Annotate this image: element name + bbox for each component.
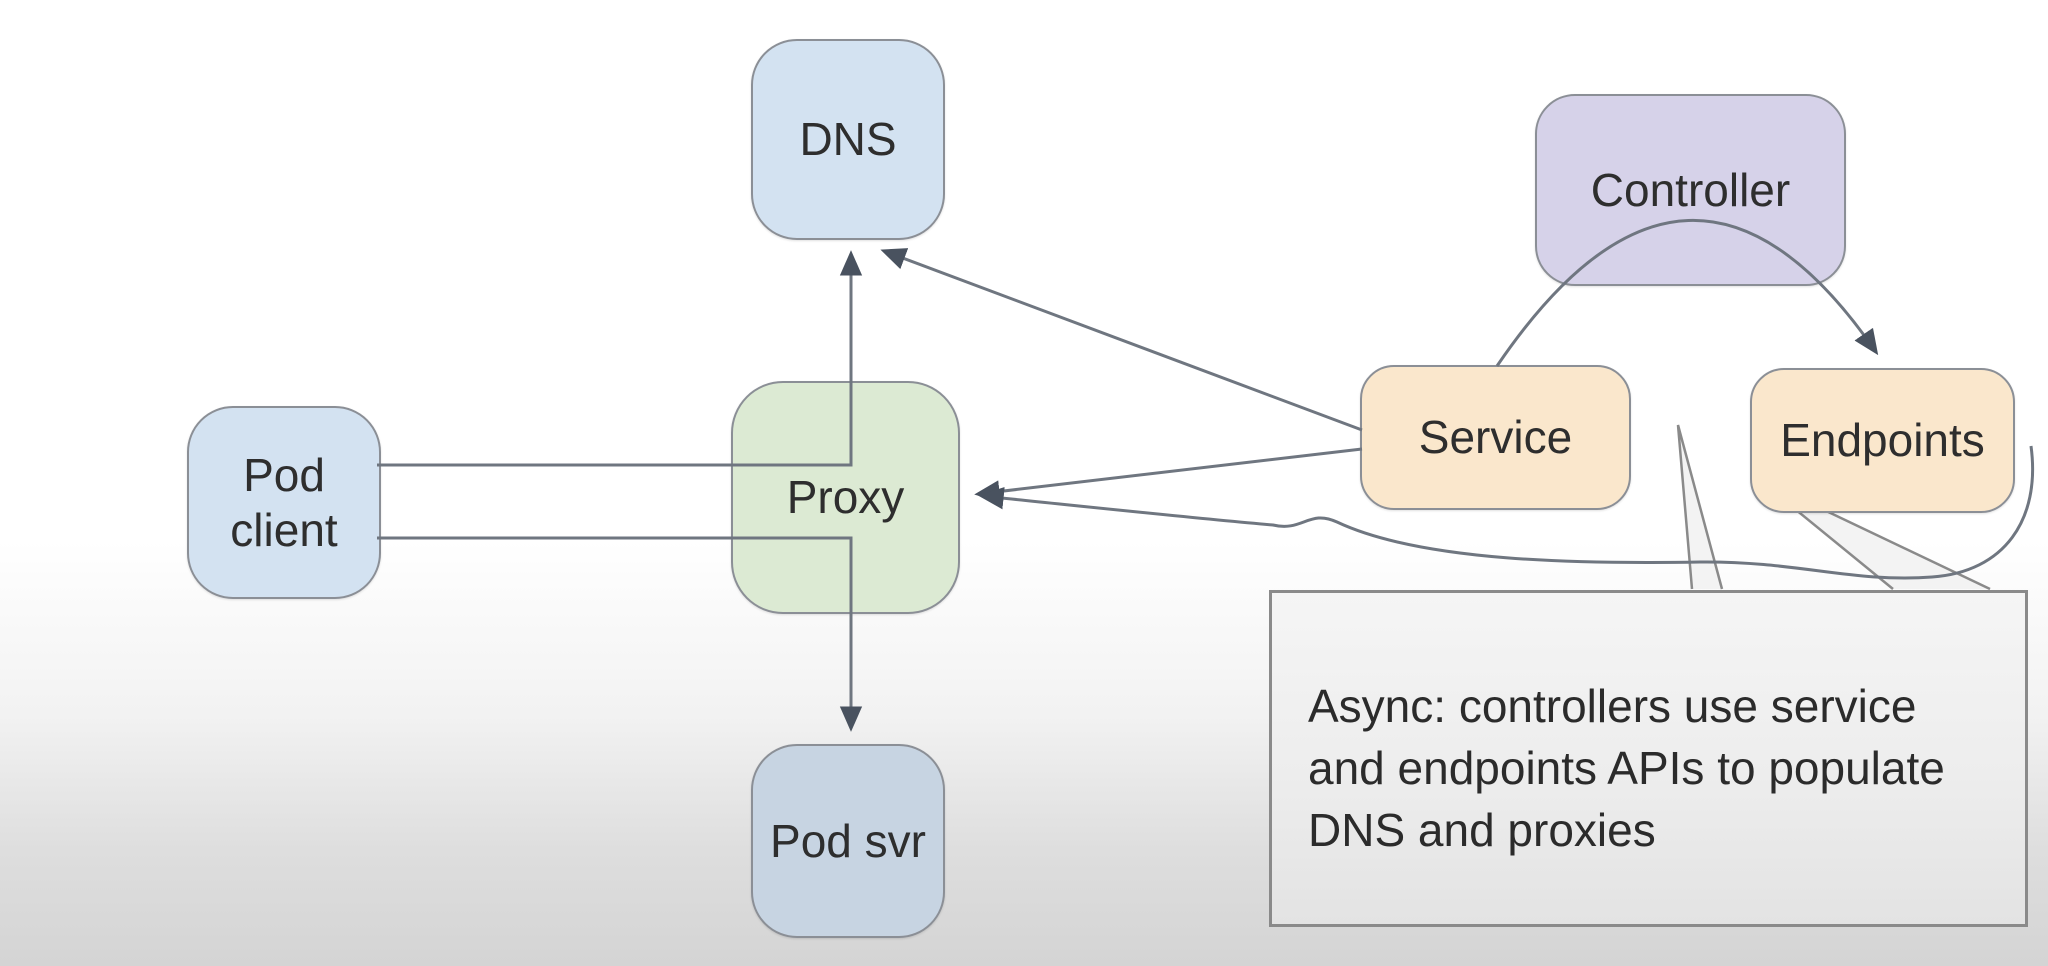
callout-thin-tail <box>1678 425 1722 589</box>
node-pod-svr-label: Pod svr <box>770 814 926 867</box>
node-dns: DNS <box>751 39 945 240</box>
node-proxy-label: Proxy <box>786 471 905 524</box>
node-endpoints-label: Endpoints <box>1780 414 1985 467</box>
callout-box: Async: controllers use service and endpo… <box>1269 590 2028 927</box>
node-controller: Controller <box>1535 94 1846 286</box>
node-controller-label: Controller <box>1590 163 1791 216</box>
node-service-label: Service <box>1418 411 1573 464</box>
node-endpoints: Endpoints <box>1750 368 2015 513</box>
edge-service-proxy <box>974 447 1363 503</box>
node-proxy: Proxy <box>731 381 960 614</box>
callout-text: Async: controllers use service and endpo… <box>1308 680 1945 856</box>
node-service: Service <box>1360 365 1631 510</box>
node-dns-label: DNS <box>799 113 897 166</box>
node-pod-svr: Pod svr <box>751 744 945 938</box>
node-pod-client-label: Pod client <box>230 449 338 556</box>
edge-service-dns <box>880 248 1363 432</box>
node-pod-client: Pod client <box>187 406 381 599</box>
